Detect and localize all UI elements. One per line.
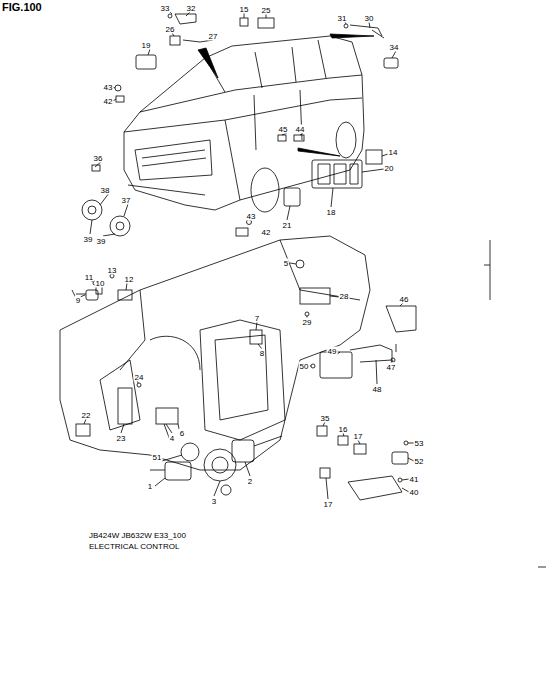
callout-number: 48 bbox=[372, 385, 383, 394]
pointer bbox=[198, 48, 218, 78]
callout-number: 44 bbox=[295, 125, 306, 134]
callout-number: 24 bbox=[134, 373, 145, 382]
figure-title: FIG.100 bbox=[2, 1, 42, 13]
pointer bbox=[330, 34, 374, 38]
callout-number: 49 bbox=[327, 347, 338, 356]
callout-number: 51 bbox=[152, 453, 163, 462]
callout-number: 39 bbox=[96, 237, 107, 246]
callout-number: 27 bbox=[208, 32, 219, 41]
callout-number: 2 bbox=[247, 477, 253, 486]
vehicle-outline bbox=[124, 36, 364, 212]
callout-number: 21 bbox=[282, 221, 293, 230]
callout-number: 16 bbox=[338, 425, 349, 434]
callout-number: 5 bbox=[283, 259, 289, 268]
callout-number: 29 bbox=[302, 318, 313, 327]
dashboard-outline bbox=[60, 236, 370, 470]
callout-number: 20 bbox=[384, 164, 395, 173]
window-switch bbox=[236, 135, 382, 236]
callout-number: 9 bbox=[75, 296, 81, 305]
callout-number: 13 bbox=[107, 266, 118, 275]
callout-number: 40 bbox=[409, 488, 420, 497]
callout-number: 31 bbox=[337, 14, 348, 23]
caption-line: JB424W JB632W E33_100 bbox=[89, 531, 186, 540]
callout-number: 50 bbox=[299, 362, 310, 371]
callout-number: 45 bbox=[278, 125, 289, 134]
callout-number: 6 bbox=[179, 429, 185, 438]
callout-number: 34 bbox=[389, 43, 400, 52]
callout-number: 36 bbox=[93, 154, 104, 163]
callout-number: 3 bbox=[211, 497, 217, 506]
callout-number: 43 bbox=[246, 212, 257, 221]
callout-number: 32 bbox=[186, 4, 197, 13]
callout-number: 22 bbox=[81, 411, 92, 420]
callout-number: 26 bbox=[165, 25, 176, 34]
pointer bbox=[298, 148, 340, 156]
callout-number: 28 bbox=[339, 292, 350, 301]
dash-parts bbox=[72, 260, 416, 440]
callout-number: 12 bbox=[124, 275, 135, 284]
roof-parts bbox=[115, 14, 398, 102]
callout-number: 10 bbox=[95, 279, 106, 288]
combination-switch bbox=[150, 426, 408, 500]
callout-number: 14 bbox=[388, 148, 399, 157]
callout-number: 17 bbox=[353, 432, 364, 441]
callout-number: 43 bbox=[103, 83, 114, 92]
callout-number: 47 bbox=[386, 363, 397, 372]
callout-number: 17 bbox=[323, 500, 334, 509]
callout-number: 30 bbox=[364, 14, 375, 23]
callout-number: 15 bbox=[239, 5, 250, 14]
callout-number: 37 bbox=[121, 196, 132, 205]
callout-number: 19 bbox=[141, 41, 152, 50]
callout-number: 25 bbox=[261, 6, 272, 15]
page-mark bbox=[484, 240, 546, 567]
callout-number: 52 bbox=[414, 457, 425, 466]
callout-number: 41 bbox=[409, 475, 420, 484]
callout-number: 42 bbox=[261, 228, 272, 237]
callout-number: 4 bbox=[169, 434, 175, 443]
callout-number: 18 bbox=[326, 208, 337, 217]
callout-number: 46 bbox=[399, 295, 410, 304]
callout-number: 7 bbox=[254, 314, 260, 323]
callout-number: 35 bbox=[320, 414, 331, 423]
callout-number: 53 bbox=[414, 439, 425, 448]
caption-line: ELECTRICAL CONTROL bbox=[89, 542, 179, 551]
leader-lines bbox=[80, 12, 414, 499]
callout-number: 38 bbox=[100, 186, 111, 195]
callout-number: 8 bbox=[259, 349, 265, 358]
callout-number: 33 bbox=[160, 4, 171, 13]
callout-number: 11 bbox=[84, 273, 94, 282]
callout-number: 39 bbox=[83, 235, 94, 244]
callout-number: 42 bbox=[103, 97, 114, 106]
callout-number: 23 bbox=[116, 434, 127, 443]
callout-number: 1 bbox=[147, 482, 153, 491]
